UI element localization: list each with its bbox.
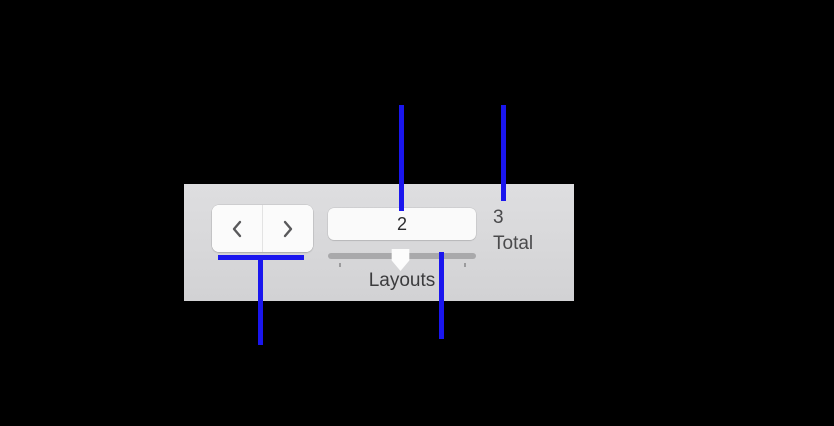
previous-layout-button[interactable] bbox=[212, 205, 262, 252]
slider-tick-min bbox=[339, 263, 341, 267]
chevron-right-icon bbox=[279, 218, 297, 240]
annotation-line-total bbox=[501, 105, 506, 201]
layout-stepper-control[interactable] bbox=[212, 205, 313, 252]
total-count-label: Total bbox=[493, 233, 534, 254]
annotation-line-value-field bbox=[399, 105, 404, 211]
layout-slider[interactable] bbox=[328, 249, 476, 280]
layout-value-field[interactable]: 2 bbox=[328, 208, 476, 240]
layout-value-text: 2 bbox=[396, 214, 407, 234]
next-layout-button[interactable] bbox=[262, 205, 313, 252]
chevron-left-icon bbox=[228, 218, 246, 240]
slider-thumb[interactable] bbox=[391, 249, 410, 271]
slider-tick-max bbox=[464, 263, 466, 267]
total-count-value: 3 bbox=[493, 207, 504, 228]
total-readout: 3 Total bbox=[493, 205, 571, 257]
layouts-navigator-panel: 2 Layouts 3 Total bbox=[184, 184, 574, 301]
slider-label: Layouts bbox=[368, 270, 436, 291]
annotation-line-stepper bbox=[258, 255, 263, 345]
annotation-line-slider bbox=[439, 252, 444, 339]
